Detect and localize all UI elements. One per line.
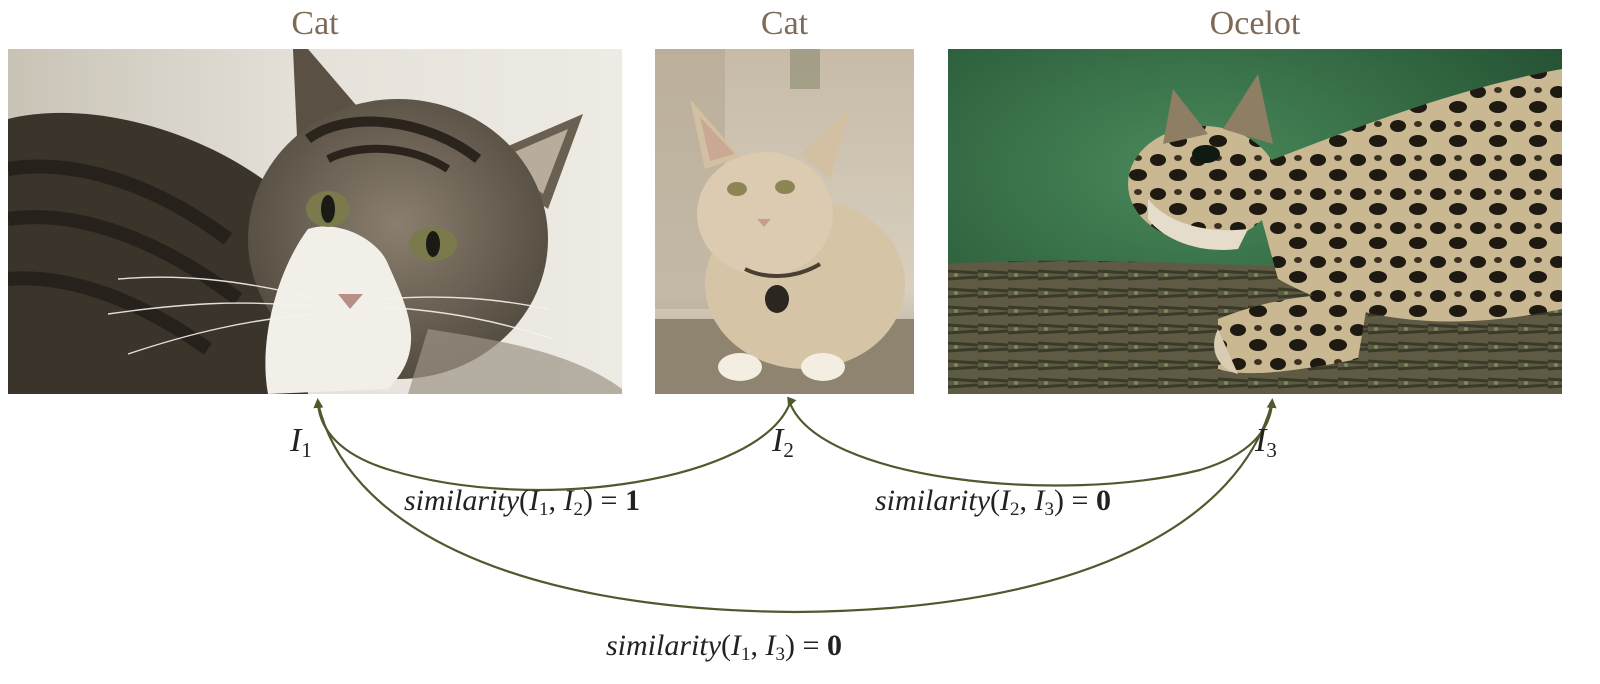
image-1-title: Cat	[291, 5, 339, 42]
cream-cat-photo	[655, 49, 914, 394]
image-2-id: I2	[772, 422, 794, 463]
similarity-i1-i2: similarity(I1, I2) = 1	[404, 484, 640, 520]
arrow-i2-i3	[788, 398, 1277, 487]
tabby-cat-photo	[8, 49, 622, 394]
similarity-i2-i3: similarity(I2, I3) = 0	[875, 484, 1111, 520]
image-2-title: Cat	[760, 5, 809, 42]
similarity-i1-i3: similarity(I1, I3) = 0	[606, 629, 842, 665]
arrow-i1-i3	[316, 402, 1274, 614]
image-3-id: I3	[1255, 422, 1277, 463]
image-3-title: Ocelot	[1209, 5, 1301, 42]
ocelot-photo	[948, 49, 1562, 394]
image-1-id: I1	[290, 422, 312, 463]
arrow-i1-i2	[313, 396, 797, 491]
